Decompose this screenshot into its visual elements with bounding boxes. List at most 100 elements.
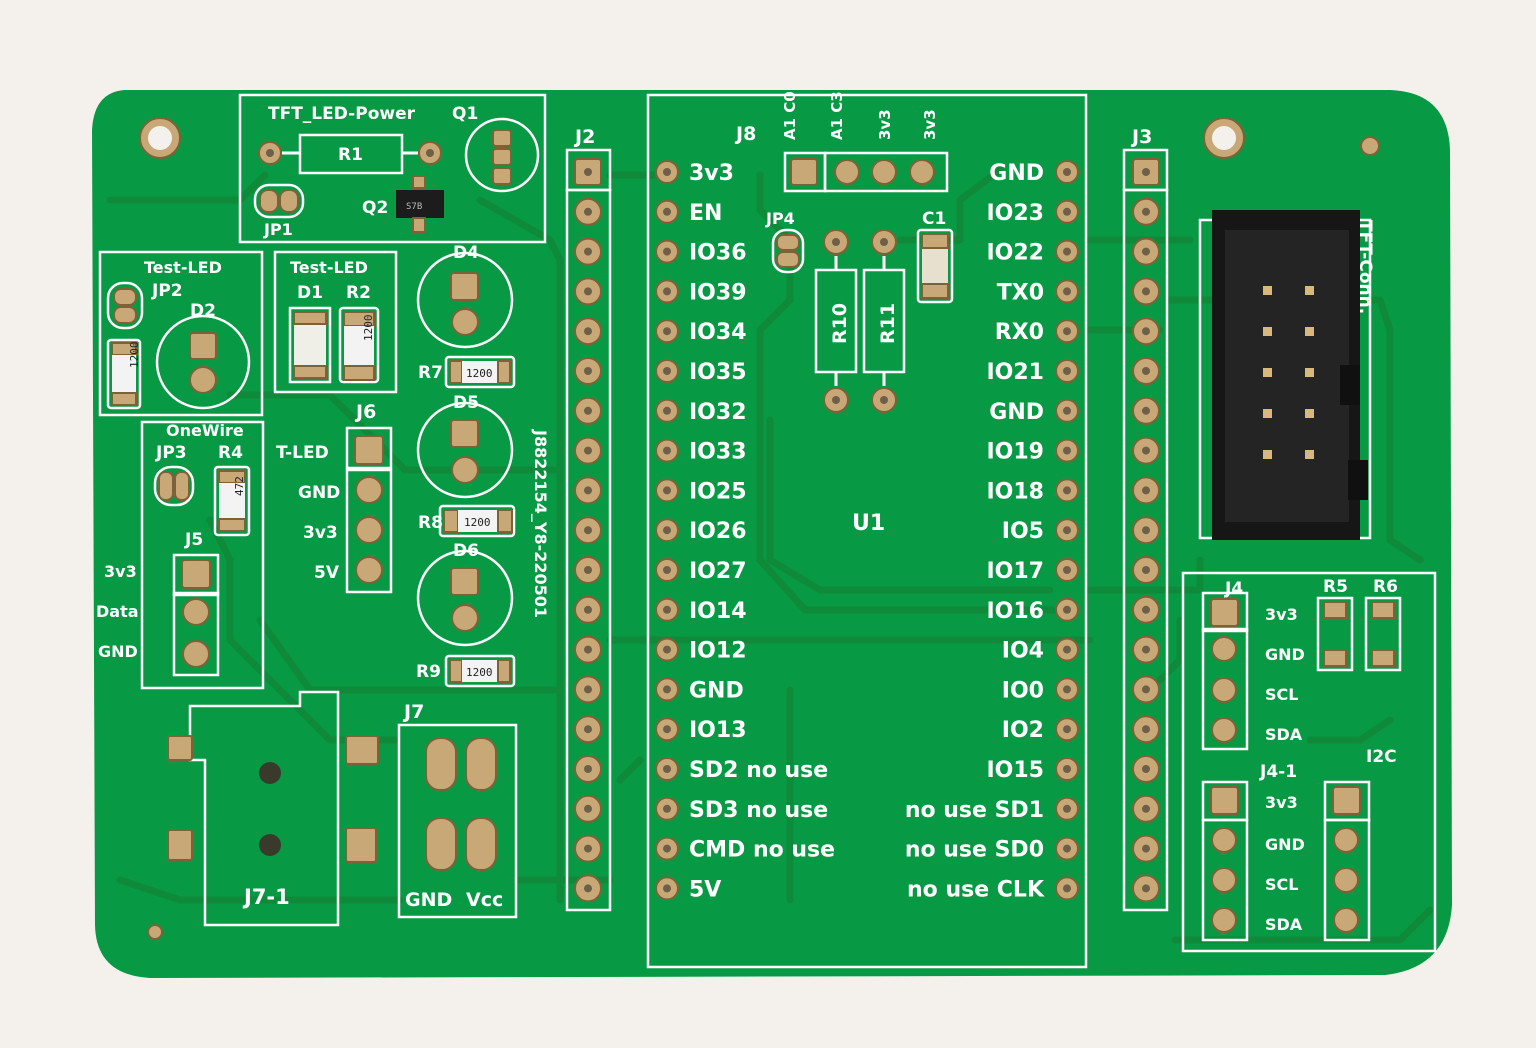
j4-pin-label: 3v3: [1265, 605, 1298, 624]
via: [147, 924, 163, 940]
led-column: D4 R7 1200 D5 R8 1200 D6 R9 1200: [416, 243, 516, 688]
q1-label: Q1: [452, 104, 478, 124]
j4-pin-label: SDA: [1265, 725, 1303, 744]
tft-led-power-block: TFT_LED-Power Q1 R1 Q2 S7B JP1: [238, 93, 547, 244]
j4-1-pin-label: 3v3: [1265, 793, 1298, 812]
j5-pin-label: GND: [98, 642, 138, 661]
q2-label: Q2: [362, 198, 388, 218]
j7-1-label: J7-1: [242, 885, 290, 909]
u1-right-pin-label: no use SD1: [905, 798, 1044, 823]
u1-right-pin-label: IO5: [1002, 519, 1044, 544]
i2c-block: J4 R5 R6 3v3 GND SCL SDA I2C J4-1 3v3 GN: [1181, 571, 1437, 953]
i2c-label: I2C: [1366, 747, 1397, 767]
u1-label: U1: [852, 511, 885, 536]
u1-left-pin-label: GND: [689, 678, 744, 703]
j2-label: J2: [573, 126, 595, 148]
j8-pin-label: 3v3: [876, 109, 894, 140]
j7-1-barrel-jack: J7-1: [167, 690, 379, 927]
r2-resistor: [344, 326, 374, 366]
j6-pin-label: 3v3: [303, 523, 338, 543]
u1-right-pin-label: GND: [989, 400, 1044, 425]
u1-left-pin-label: IO25: [689, 479, 747, 504]
u1-right-pin-label: IO19: [986, 440, 1044, 465]
j8-pin-label: A1 C3: [828, 91, 846, 140]
u1-left-pin-label: IO39: [689, 280, 747, 305]
jp3-label: JP3: [155, 443, 187, 463]
onewire-block: OneWire JP3 R4 472 J5 3v3 Data GND: [96, 420, 265, 690]
j7-pin-label: Vcc: [466, 889, 503, 911]
r4-resistor: [219, 483, 245, 519]
r7-resistor: [462, 361, 498, 383]
svg-text:1200: 1200: [466, 367, 493, 380]
u1-right-pin-label: IO0: [1002, 678, 1044, 703]
j4-pin-label: SCL: [1265, 685, 1298, 704]
j4-1-pin-label: SDA: [1265, 915, 1303, 934]
r4-label: R4: [218, 443, 243, 463]
j6-pin-label: 5V: [314, 563, 340, 583]
j6-pin-label: GND: [298, 483, 340, 503]
tft-conn-pin: [1305, 368, 1314, 377]
j4-1-label: J4-1: [1259, 762, 1297, 782]
u1-left-pin-label: SD2 no use: [689, 758, 828, 783]
jp2-label: JP2: [151, 281, 183, 301]
jp4-label: JP4: [765, 209, 795, 228]
u1-left-pin-label: IO14: [689, 599, 747, 624]
svg-text:1200: 1200: [128, 342, 141, 369]
j4-1-pin-label: SCL: [1265, 875, 1298, 894]
j4-1-pin-label: GND: [1265, 835, 1305, 854]
j7-label: J7: [402, 701, 424, 723]
board-part-code: J8822154_Y8-220501: [531, 429, 550, 618]
u1-right-pin-label: IO15: [986, 758, 1044, 783]
j8-pin-label: A1 C0: [781, 91, 799, 140]
u1-right-pin-label: IO22: [986, 241, 1044, 266]
j7-pin-label: GND: [405, 889, 452, 911]
r5-label: R5: [1323, 577, 1348, 597]
d1-label: D1: [297, 283, 323, 303]
u1-left-pin-label: IO13: [689, 718, 747, 743]
j7-header: J7 GND Vcc: [397, 701, 518, 919]
j8-header: J8 A1 C0 A1 C3 3v3 3v3: [734, 91, 949, 193]
c1-label: C1: [922, 209, 946, 229]
jp1-label: JP1: [263, 220, 293, 239]
r10-label: R10: [829, 303, 851, 344]
test-led-mid-label: Test-LED: [290, 258, 368, 277]
u1-right-pin-label: no use CLK: [907, 877, 1045, 902]
r7-label: R7: [418, 363, 443, 383]
u1-left-pin-label: IO33: [689, 440, 747, 465]
u1-left-pin-label: IO35: [689, 360, 747, 385]
u1-right-pin-label: IO21: [986, 360, 1044, 385]
j5-pin-label: Data: [96, 602, 139, 621]
j6-label: J6: [354, 401, 376, 423]
u1-left-pin-label: EN: [689, 201, 722, 226]
j5-pin-label: 3v3: [104, 562, 137, 581]
u1-left-pin-label: 3v3: [689, 161, 734, 186]
u1-left-pin-label: IO32: [689, 400, 747, 425]
q2-transistor: [396, 190, 444, 218]
svg-text:1200: 1200: [362, 315, 375, 342]
tft-conn-pin: [1263, 450, 1272, 459]
tft-conn-pin: [1263, 409, 1272, 418]
u1-right-pin-label: no use SD0: [905, 838, 1044, 863]
u1-right-pin-label: IO4: [1002, 639, 1044, 664]
mounting-holes: [139, 117, 1380, 940]
u1-left-pin-label: IO36: [689, 241, 747, 266]
j8-label: J8: [734, 123, 756, 145]
r6-label: R6: [1373, 577, 1398, 597]
via: [1360, 136, 1380, 156]
onewire-label: OneWire: [166, 421, 244, 440]
r2-label: R2: [346, 283, 371, 303]
tft-conn-pin: [1305, 327, 1314, 336]
u1-left-pin-label: SD3 no use: [689, 798, 828, 823]
test-led-left-label: Test-LED: [144, 258, 222, 277]
r8-label: R8: [418, 513, 443, 533]
tft-conn-pin: [1305, 409, 1314, 418]
r9-label: R9: [416, 662, 441, 682]
tft-conn-pin: [1305, 286, 1314, 295]
svg-text:1200: 1200: [464, 516, 491, 529]
j4-label: J4: [1224, 579, 1243, 599]
u1-left-pin-label: IO12: [689, 639, 747, 664]
tft-conn-pin: [1305, 450, 1314, 459]
test-led-left-block: Test-LED JP2 D2 1200: [98, 250, 264, 417]
j6-pin-label: T-LED: [276, 443, 329, 463]
